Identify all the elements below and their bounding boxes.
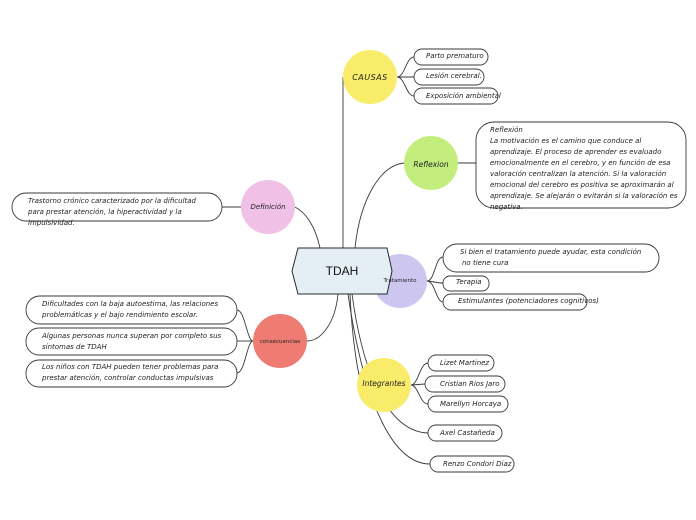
leaf-tratamiento-3[interactable]: Estimulantes (potenciadores cognitivos) <box>458 297 599 305</box>
leaf-consecuencias-3[interactable]: Los niños con TDAH pueden tener problema… <box>42 363 219 382</box>
leaf-definicion[interactable]: Trastorno crónico caracterizado por la d… <box>28 197 196 227</box>
branch-circles <box>241 50 458 412</box>
leaf-integrante-2[interactable]: Cristian Rios Jaro <box>440 380 500 388</box>
reflexion-title: Reflexión <box>490 126 523 134</box>
connector-integrante-leaf-1 <box>410 362 429 386</box>
bubble-tratamiento-3 <box>442 293 588 311</box>
circle-reflexion <box>404 136 458 190</box>
leaf-integrante-4[interactable]: Axel Castañeda <box>440 429 495 437</box>
bubble-reflexion <box>475 121 687 209</box>
bubble-consecuencias-1 <box>25 295 238 325</box>
central-topic-shape[interactable] <box>291 247 393 295</box>
connector-consecuencias-leaf-1 <box>236 309 254 342</box>
bubble-definicion <box>11 192 223 222</box>
circle-consecuencias <box>253 314 307 368</box>
connector-tratamiento-leaf-1 <box>426 256 444 282</box>
leaf-integrante-3[interactable]: Marellyn Horcaya <box>440 400 502 408</box>
bubble-causas-2 <box>413 68 485 86</box>
circle-causas <box>343 50 397 104</box>
connector-lines <box>222 56 476 465</box>
circle-integrantes <box>357 358 411 412</box>
branch-definicion[interactable]: Definición <box>250 202 286 211</box>
leaf-causas-1[interactable]: Parto prematuro <box>426 52 484 60</box>
leaf-causas-2[interactable]: Lesión cerebral. <box>426 72 482 80</box>
reflexion-text[interactable]: La motivación es el camino que conduce a… <box>490 137 678 211</box>
leaf-causas-3[interactable]: Exposición ambiental <box>426 92 501 100</box>
bubble-causas-3 <box>413 87 499 105</box>
bubble-integrante-3 <box>427 395 509 413</box>
bubble-integrante-4 <box>427 424 503 442</box>
connector-causas-leaf-3 <box>396 76 415 97</box>
leaf-tratamiento-2[interactable]: Terapia <box>456 278 482 286</box>
bubble-causas-1 <box>413 48 489 66</box>
leaf-bubbles <box>11 48 687 473</box>
connector-center-definicion <box>294 206 321 249</box>
circle-definicion <box>241 180 295 234</box>
leaf-integrante-5[interactable]: Renzo Condori Diaz <box>443 460 512 468</box>
bubble-consecuencias-3 <box>25 359 238 388</box>
bubble-consecuencias-2 <box>25 327 238 356</box>
branch-reflexion[interactable]: Reflexion <box>413 159 449 169</box>
bubble-tratamiento-2 <box>442 275 490 292</box>
connector-center-reflexion <box>354 162 405 249</box>
connector-causas-leaf-1 <box>396 56 415 78</box>
connector-center-integrante-5 <box>347 293 431 465</box>
leaf-consecuencias-1[interactable]: Dificultades con la baja autoestima, las… <box>42 300 219 319</box>
connector-integrante-leaf-3 <box>410 384 429 405</box>
connector-integrante-leaf-2 <box>410 383 426 386</box>
branch-consecuencias[interactable]: consecuencias <box>259 338 301 345</box>
bubble-integrante-1 <box>427 354 495 372</box>
bubble-integrante-2 <box>424 375 506 393</box>
leaf-consecuencias-2[interactable]: Algunas personas nunca superan por compl… <box>42 332 222 351</box>
leaf-tratamiento-1[interactable]: Si bien el tratamiento puede ayudar, est… <box>460 248 642 267</box>
leaf-integrante-1[interactable]: Lizet Martinez <box>440 359 490 367</box>
branch-causas[interactable]: CAUSAS <box>352 72 388 82</box>
branch-tratamiento[interactable]: Tratamiento <box>383 277 417 284</box>
connector-consecuencias-leaf-3 <box>236 340 254 374</box>
connector-tratamiento-leaf-3 <box>426 280 444 303</box>
bubble-integrante-5 <box>429 455 515 473</box>
bubble-tratamiento-1 <box>442 243 660 273</box>
connector-center-consecuencias <box>306 293 339 342</box>
branch-integrantes[interactable]: Integrantes <box>362 379 406 388</box>
central-topic[interactable]: TDAH <box>325 264 359 278</box>
